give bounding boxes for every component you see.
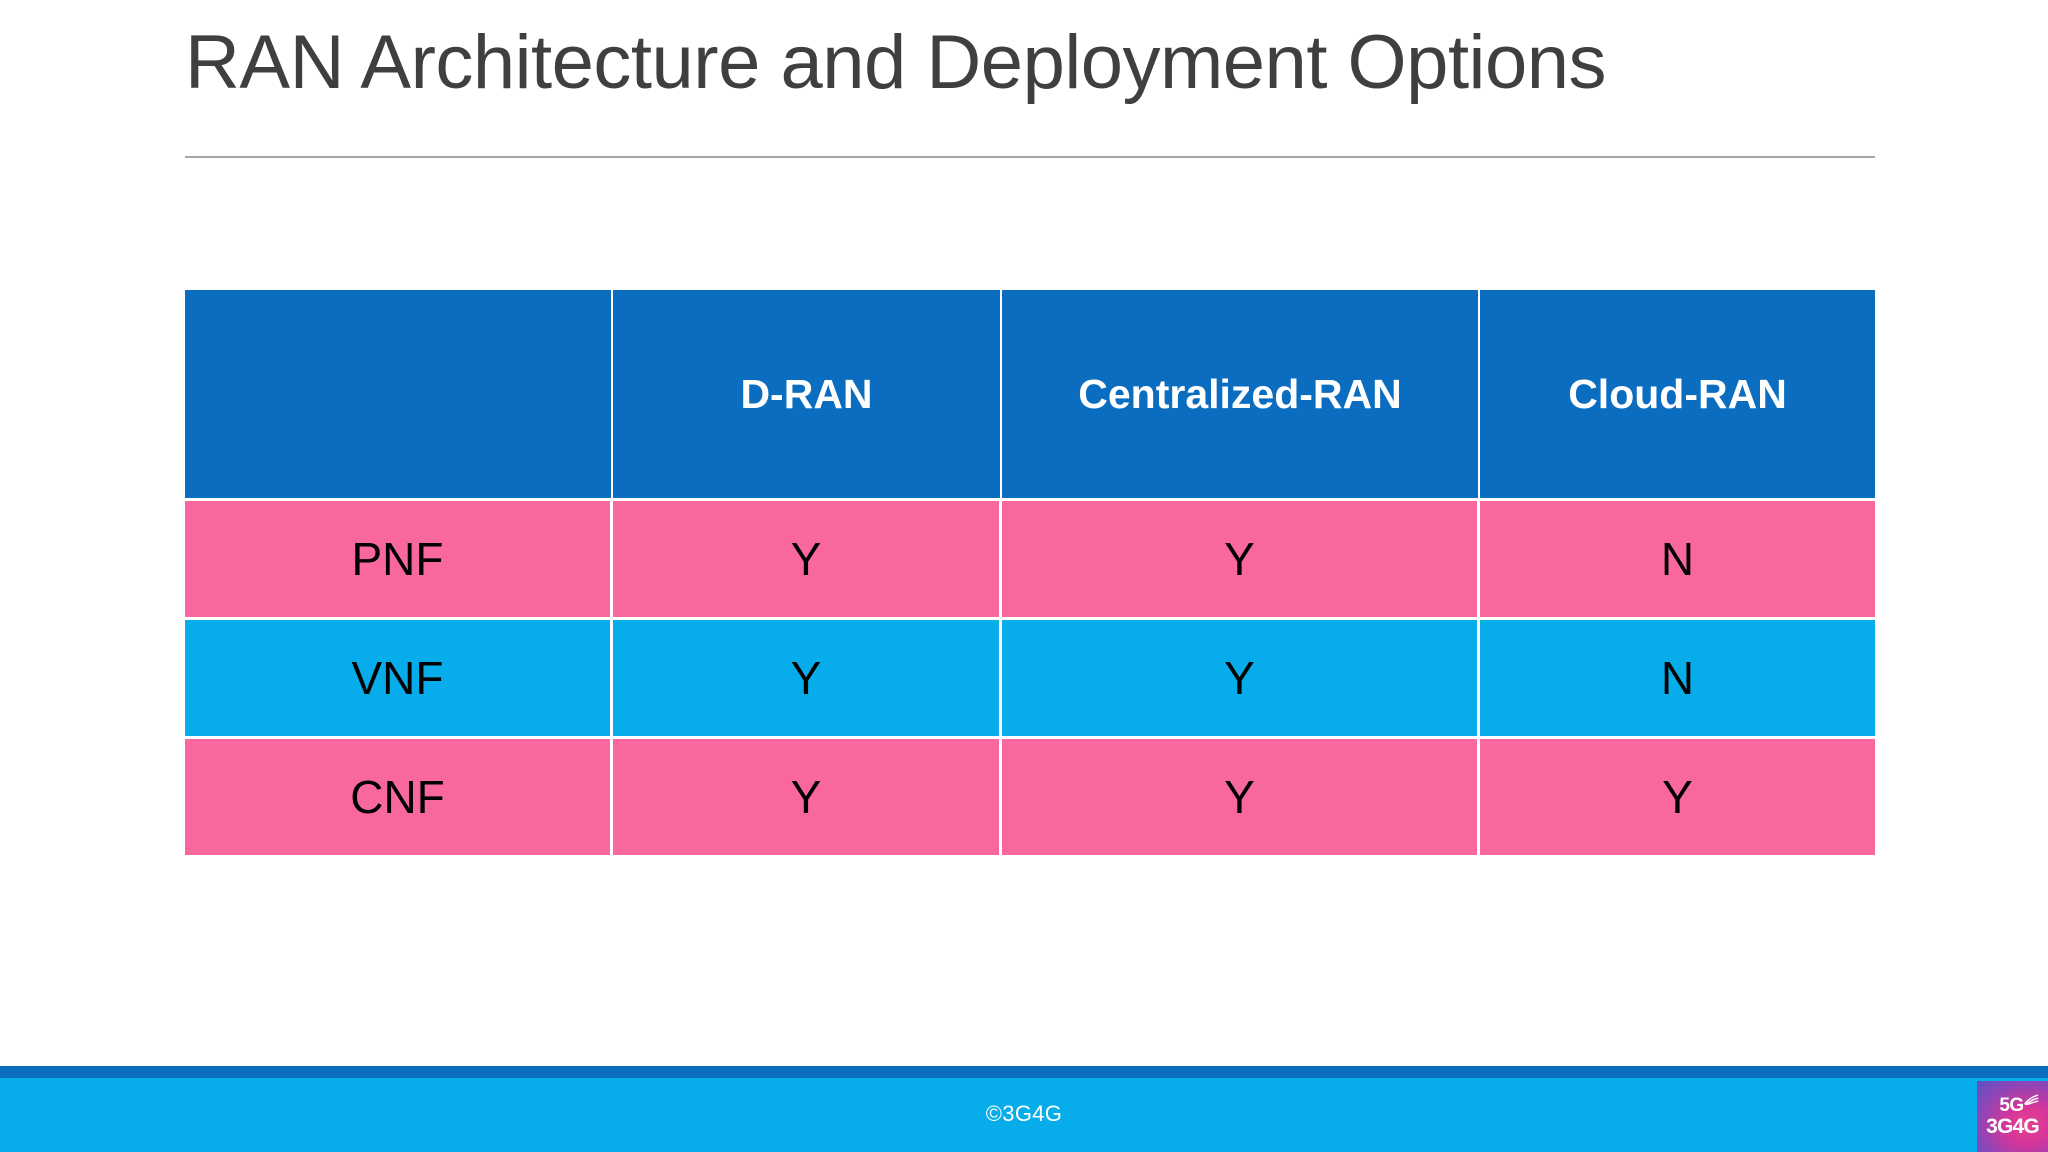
ran-comparison-table: D-RAN Centralized-RAN Cloud-RAN PNF Y Y … — [185, 290, 1875, 855]
table-header-cell-centralized-ran: Centralized-RAN — [1002, 290, 1480, 498]
table-header: D-RAN Centralized-RAN Cloud-RAN — [185, 290, 1875, 498]
cell-row-label: VNF — [185, 617, 613, 736]
footer-band — [0, 1078, 2048, 1152]
page-title: RAN Architecture and Deployment Options — [185, 20, 1606, 105]
table-row: VNF Y Y N — [185, 617, 1875, 736]
table-header-cell-blank — [185, 290, 613, 498]
table-row: PNF Y Y N — [185, 498, 1875, 617]
brand-logo: 5G 3G4G — [1977, 1081, 2048, 1152]
cell-row-label: PNF — [185, 498, 613, 617]
brand-logo-5g-text: 5G — [1999, 1095, 2024, 1116]
brand-logo-line2: 3G4G — [1986, 1115, 2040, 1138]
table-header-row: D-RAN Centralized-RAN Cloud-RAN — [185, 290, 1875, 498]
cell-dran-value: Y — [613, 498, 1002, 617]
cell-cran-value: Y — [1002, 617, 1480, 736]
cell-cloud-ran-value: N — [1480, 498, 1875, 617]
title-divider-rule — [185, 156, 1875, 158]
table-header-cell-cloud-ran: Cloud-RAN — [1480, 290, 1875, 498]
cell-cran-value: Y — [1002, 736, 1480, 855]
cell-row-label: CNF — [185, 736, 613, 855]
cell-dran-value: Y — [613, 736, 1002, 855]
table-body: PNF Y Y N VNF Y Y N CNF Y Y Y — [185, 498, 1875, 855]
cell-cran-value: Y — [1002, 498, 1480, 617]
table-row: CNF Y Y Y — [185, 736, 1875, 855]
wifi-arcs-icon — [2023, 1094, 2039, 1105]
cell-dran-value: Y — [613, 617, 1002, 736]
cell-cloud-ran-value: N — [1480, 617, 1875, 736]
title-block: RAN Architecture and Deployment Options — [185, 18, 1875, 108]
footer-accent-strip — [0, 1066, 2048, 1078]
brand-logo-line1: 5G — [1999, 1094, 2039, 1116]
table-header-cell-dran: D-RAN — [613, 290, 1002, 498]
brand-logo-inner: 5G 3G4G — [1977, 1081, 2048, 1152]
cell-cloud-ran-value: Y — [1480, 736, 1875, 855]
footer-credit-text: ©3G4G — [985, 1101, 1063, 1126]
